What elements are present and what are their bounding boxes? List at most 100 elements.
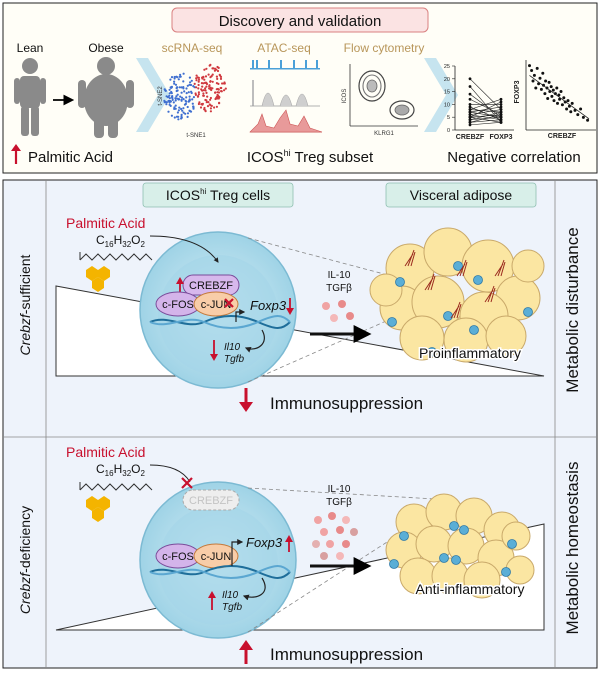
tsne-point xyxy=(182,98,185,101)
tsne-point xyxy=(183,103,187,106)
tsne-point xyxy=(215,88,218,91)
chevron-divider-icon xyxy=(136,58,170,132)
top-palmitic-label: Palmitic Acid xyxy=(28,149,113,166)
tsne-point xyxy=(195,86,198,89)
paired-point xyxy=(468,110,472,114)
tsne-point xyxy=(179,95,182,98)
tsne-point xyxy=(218,101,221,104)
immune-cell xyxy=(399,531,409,541)
tsne-point xyxy=(186,112,190,115)
scatter-point xyxy=(539,87,543,91)
tsne-point xyxy=(216,65,219,69)
tsne-point xyxy=(197,83,200,87)
bottom-row: Palmitic Acid C16H32O2 CREBZF c-FOS c-JU… xyxy=(55,444,545,664)
tsne-point xyxy=(165,95,168,98)
paired-line xyxy=(469,101,502,118)
scatter-point xyxy=(560,103,564,107)
tsne-point xyxy=(185,96,188,99)
tsne-point xyxy=(186,105,189,109)
mid-cytokine-down-icon xyxy=(210,340,218,361)
tsne-point xyxy=(209,110,212,113)
inflammation-streak xyxy=(484,285,496,303)
bot-hexagon-icon xyxy=(86,496,110,522)
inflammation-streak xyxy=(494,259,506,277)
bot-fatty-acid-chain-icon xyxy=(79,482,153,491)
tsne-point xyxy=(216,69,220,73)
header-icos-treg xyxy=(142,182,294,208)
paired-line xyxy=(469,109,502,113)
scatter-point xyxy=(552,99,556,103)
paired-point xyxy=(468,118,472,122)
immune-cell xyxy=(427,347,437,357)
scatter-point xyxy=(538,76,542,80)
bot-dna-helix-icon xyxy=(149,565,291,579)
tsne-point xyxy=(211,87,214,90)
tsne-point xyxy=(170,96,174,99)
mid-formula: C16H32O2 xyxy=(96,233,146,249)
paired-point xyxy=(468,123,472,127)
tsne-point xyxy=(220,90,223,93)
tsne-point xyxy=(180,107,183,111)
paired-line xyxy=(469,109,502,115)
tsne-point xyxy=(176,97,179,100)
mid-fatty-acid-chain-icon xyxy=(79,252,153,261)
tsne-point xyxy=(197,93,200,96)
bot-cjun-label: c-JUN xyxy=(201,551,232,563)
tsne-point xyxy=(185,87,188,90)
mid-entry-arrow xyxy=(149,235,219,263)
paired-point xyxy=(499,110,503,114)
scatter-point xyxy=(569,110,573,114)
immune-cell xyxy=(453,261,463,271)
tsne-point xyxy=(163,88,166,91)
tsne-point xyxy=(189,81,192,84)
tsne-point xyxy=(167,99,170,102)
tsne-point xyxy=(209,76,212,79)
tsne-point xyxy=(180,96,184,99)
scatter-point xyxy=(549,85,553,89)
scatter-chart xyxy=(525,60,596,131)
tsne-point xyxy=(182,107,185,110)
inflammation-streak xyxy=(424,273,436,291)
inflammation-streak xyxy=(404,249,416,267)
immune-cell xyxy=(443,311,453,321)
tsne-point xyxy=(186,115,189,118)
tsne-point xyxy=(188,83,191,86)
paired-point xyxy=(468,115,472,119)
adipocyte xyxy=(369,273,403,307)
tsne-point xyxy=(177,115,180,118)
tsne-point xyxy=(209,86,212,89)
tsne-point xyxy=(211,80,214,83)
mid-il10-label: Il10 xyxy=(224,342,241,353)
tsne-point xyxy=(170,86,173,89)
tsne-point xyxy=(173,82,176,85)
tsne-point xyxy=(178,86,181,89)
scatter-point xyxy=(565,107,569,111)
tsne-point xyxy=(201,103,204,106)
bot-transcription-arrow xyxy=(231,539,244,566)
tsne-point xyxy=(223,82,226,85)
mid-immunosuppression-label: Immunosuppression xyxy=(270,394,423,413)
tsne-point xyxy=(167,110,170,113)
mid-adipose-tissue xyxy=(369,227,545,363)
lean-label: Lean xyxy=(17,41,44,55)
scatter-point xyxy=(544,79,548,83)
tsne-point xyxy=(170,114,173,117)
tsne-point xyxy=(213,69,216,72)
tsne-point xyxy=(192,105,195,108)
paired-cat-crebzf: CREBZF xyxy=(456,134,485,141)
right-label-homeostasis: Metabolic homeostasis xyxy=(563,462,582,635)
tsne1-label: t-SNE1 xyxy=(186,133,206,139)
tsne2-label: t-SNE2 xyxy=(158,86,164,106)
tsne-point xyxy=(203,108,206,111)
top-banner-label: Discovery and validation xyxy=(219,13,382,30)
scatter-point xyxy=(576,113,580,117)
mid-cjun-box xyxy=(193,291,239,317)
mid-cytokine-tgfb: TGFβ xyxy=(326,283,352,294)
tsne-point xyxy=(208,64,211,67)
mid-crebzf-label: CREBZF xyxy=(189,280,233,292)
tsne-point xyxy=(168,97,171,100)
tsne-point xyxy=(191,98,194,101)
tsne-point xyxy=(219,75,223,78)
paired-point xyxy=(468,120,472,124)
immune-cell xyxy=(387,317,397,327)
